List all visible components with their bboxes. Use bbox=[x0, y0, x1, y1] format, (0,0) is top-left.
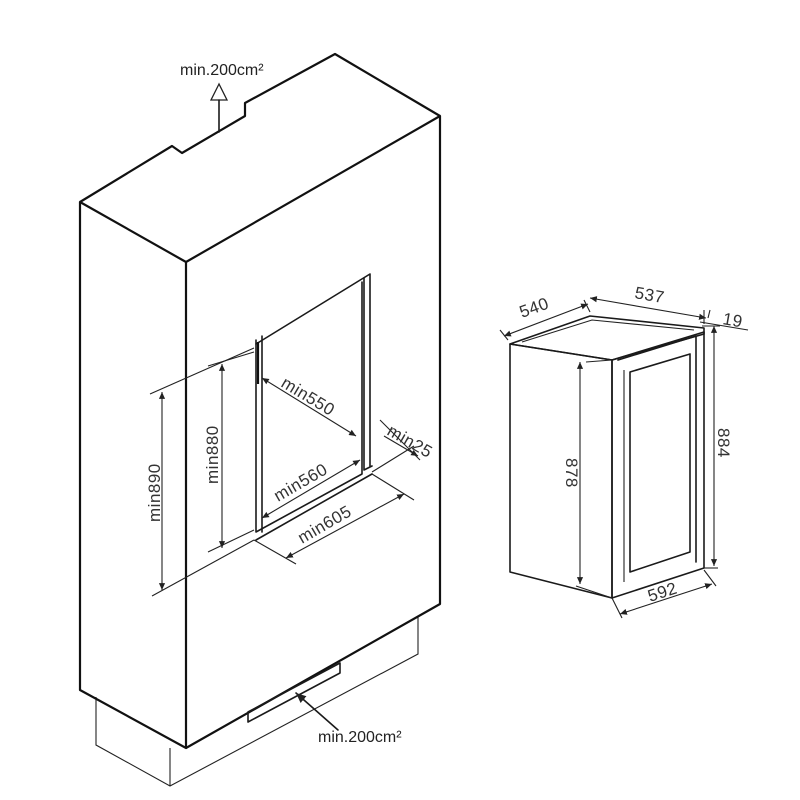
bottom-vent-label: min.200cm² bbox=[318, 729, 402, 746]
wine-cooler bbox=[509, 315, 705, 599]
ext-line bbox=[151, 539, 255, 597]
dim-540: 540 bbox=[517, 294, 552, 322]
ext-line bbox=[583, 299, 591, 313]
dim-line-537 bbox=[589, 296, 707, 320]
dim-min25: min25 bbox=[384, 421, 436, 462]
dim-884: 884 bbox=[714, 428, 733, 458]
plinth bbox=[95, 616, 419, 787]
ext-line bbox=[371, 445, 415, 473]
cabinet-side bbox=[78, 200, 188, 750]
ext-line bbox=[703, 569, 717, 587]
dim-line-min25 bbox=[383, 435, 419, 457]
ext-line bbox=[707, 309, 711, 319]
dim-line-592 bbox=[619, 583, 713, 615]
dim-537: 537 bbox=[633, 283, 666, 307]
top-vent-label: min.200cm² bbox=[180, 62, 264, 79]
cooler-side bbox=[509, 343, 613, 599]
dim-line-min550 bbox=[261, 377, 357, 437]
dim-line-min605 bbox=[285, 493, 405, 559]
ext-line bbox=[149, 347, 255, 395]
ext-line bbox=[575, 585, 613, 599]
dim-line-19 bbox=[699, 321, 749, 331]
dim-592: 592 bbox=[645, 579, 679, 606]
dim-min880: min880 bbox=[203, 425, 222, 484]
bottom-vent-arrow bbox=[295, 692, 339, 731]
dim-line-min560 bbox=[261, 459, 361, 519]
dim-min550: min550 bbox=[278, 373, 338, 420]
bottom-vent-indicator: min.200cm² bbox=[295, 692, 402, 746]
niche-right-edge bbox=[363, 277, 373, 471]
ext-line bbox=[207, 351, 255, 367]
ext-line bbox=[253, 539, 297, 565]
dim-878: 878 bbox=[562, 458, 581, 488]
cooler-door-inner bbox=[617, 335, 697, 563]
dim-min890: min890 bbox=[145, 463, 164, 522]
cabinet-front bbox=[185, 114, 442, 749]
top-vent-indicator: min.200cm² bbox=[180, 62, 264, 133]
ext-line bbox=[371, 473, 415, 501]
ext-line bbox=[611, 597, 623, 619]
up-arrow-icon bbox=[209, 82, 229, 101]
cabinet-top bbox=[79, 52, 441, 203]
ext-line bbox=[585, 359, 613, 363]
niche-dimensions: min890 min880 min550 min560 min605 min25 bbox=[145, 347, 436, 597]
cooler-glass bbox=[629, 353, 691, 573]
niche-back-top bbox=[255, 273, 371, 467]
cabinet bbox=[78, 52, 442, 787]
bottom-vent-slot bbox=[247, 662, 341, 723]
dim-min605: min605 bbox=[295, 502, 355, 548]
ext-line bbox=[207, 529, 255, 553]
dim-19: 19 bbox=[721, 309, 744, 331]
dim-line-540 bbox=[503, 303, 589, 337]
